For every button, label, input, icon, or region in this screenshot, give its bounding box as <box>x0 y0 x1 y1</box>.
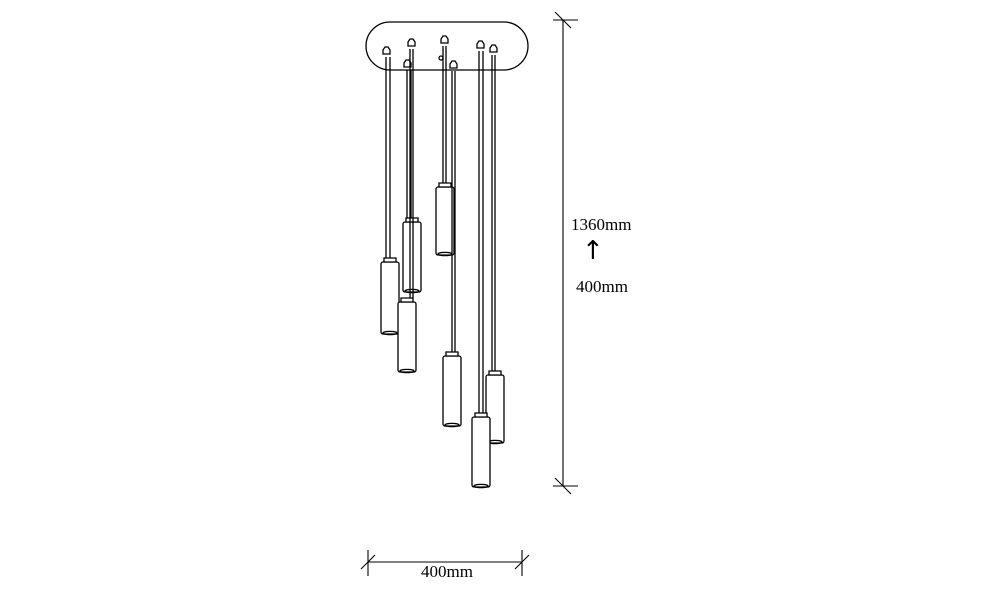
pendant-3 <box>397 49 417 374</box>
width-label: 400mm <box>421 562 473 581</box>
max-height-label: 1360mm <box>571 215 632 234</box>
width-dimension-line <box>360 550 530 576</box>
height-dimension-line <box>553 11 578 495</box>
pendant-2 <box>402 70 422 294</box>
ceiling-canopy <box>365 21 529 71</box>
pendant-1 <box>380 57 400 336</box>
min-height-label: 400mm <box>576 277 628 296</box>
pendant-4 <box>435 46 455 257</box>
pendant-5 <box>442 71 462 428</box>
arrow-up-icon: ↑ <box>582 236 604 266</box>
pendant-7 <box>471 51 491 489</box>
cable-grips <box>382 35 498 69</box>
pendant-6 <box>485 55 505 445</box>
